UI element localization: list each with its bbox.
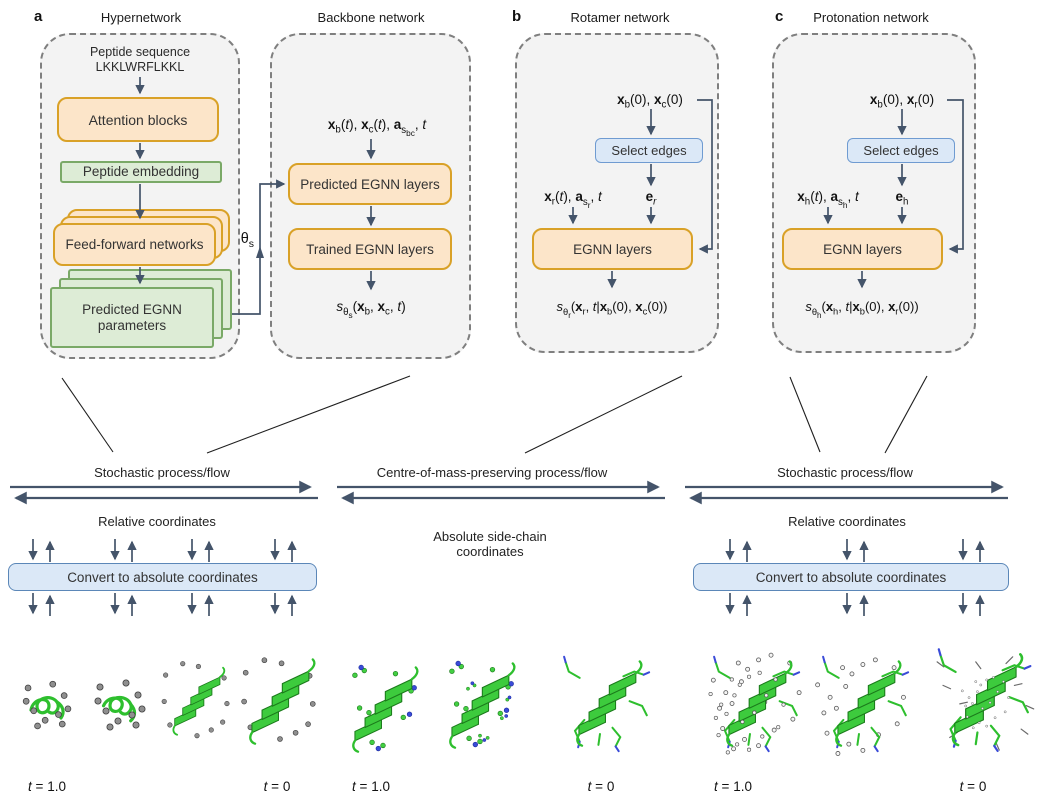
peptide-embedding-box: Peptide embedding — [60, 161, 222, 183]
panel-protonation-network — [772, 33, 976, 353]
absolute-sidechain-coordinates-label: Absolute side-chain coordinates — [433, 529, 547, 559]
protein-structure-4 — [241, 657, 316, 745]
rotamer-init-coords: xb(0), xc(0) — [617, 92, 683, 111]
convert-to-absolute-box-right: Convert to absolute coordinates — [693, 563, 1009, 591]
predicted-egnn-layers-box: Predicted EGNN layers — [288, 163, 452, 205]
ffn-box: Feed-forward networks — [53, 223, 216, 266]
theta-up-arrowhead — [256, 246, 264, 258]
rotamer-edges-label: er — [645, 189, 657, 208]
theta-s-label: θs — [240, 231, 254, 250]
panel-title-backbone: Backbone network — [317, 10, 425, 25]
time-label-3: t = 1.0 — [352, 779, 390, 794]
trained-egnn-layers-box: Trained EGNN layers — [288, 228, 452, 270]
panel-letter-b: b — [512, 8, 522, 25]
rotamer-select-edges-box: Select edges — [595, 138, 703, 163]
process-label-left: Stochastic process/flow — [94, 465, 230, 480]
time-label-5: t = 1.0 — [714, 779, 752, 794]
protonation-output: sθh(xh, t|xb(0), xr(0)) — [805, 299, 919, 320]
panel-title-hypernetwork: Hypernetwork — [100, 10, 182, 25]
protein-structure-3 — [161, 661, 230, 739]
panel-title-protonation: Protonation network — [813, 10, 929, 25]
protein-structure-6 — [449, 660, 516, 749]
convert-to-absolute-box-left: Convert to absolute coordinates — [8, 563, 317, 591]
protein-structure-2 — [94, 679, 146, 731]
panel-funnel-lines — [61, 375, 928, 454]
protein-structure-7 — [563, 655, 651, 753]
protonation-select-edges-box: Select edges — [847, 138, 955, 163]
predicted-params-box: Predicted EGNN parameters — [50, 287, 214, 348]
time-label-6: t = 0 — [959, 779, 987, 794]
attention-blocks-box: Attention blocks — [57, 97, 219, 142]
process-band-arrows — [10, 480, 1008, 505]
protein-structure-9 — [815, 655, 910, 756]
backbone-input: xb(t), xc(t), asbc, t — [327, 117, 427, 138]
protonation-input: xh(t), ash, t — [797, 189, 859, 210]
protein-structure-5 — [352, 664, 419, 753]
peptide-sequence-value: LKKLWRFLKKL — [95, 60, 185, 74]
time-label-1: t = 1.0 — [28, 779, 66, 794]
protonation-init-coords: xb(0), xr(0) — [869, 92, 935, 111]
peptide-sequence-label: Peptide sequence — [89, 45, 191, 59]
backbone-output: sθs(xb, xc, t) — [336, 299, 406, 320]
panel-rotamer-network — [515, 33, 719, 353]
panel-title-rotamer: Rotamer network — [570, 10, 670, 25]
time-label-2: t = 0 — [263, 779, 291, 794]
relative-coordinates-label-right: Relative coordinates — [788, 514, 906, 529]
process-label-right: Stochastic process/flow — [777, 465, 913, 480]
relative-coordinates-label-left: Relative coordinates — [98, 514, 216, 529]
panel-letter-c: c — [775, 8, 784, 25]
time-label-4: t = 0 — [587, 779, 615, 794]
protonation-edges-label: eh — [895, 189, 909, 208]
rotamer-output: sθr(xr, t|xb(0), xc(0)) — [556, 299, 668, 320]
process-label-middle: Centre-of-mass-preserving process/flow — [376, 465, 608, 480]
rotamer-input: xr(t), asr, t — [544, 189, 602, 210]
protein-structure-1 — [22, 680, 72, 730]
panel-letter-a: a — [34, 8, 43, 25]
protonation-egnn-layers-box: EGNN layers — [782, 228, 943, 270]
protein-structure-8 — [708, 652, 802, 755]
rotamer-egnn-layers-box: EGNN layers — [532, 228, 693, 270]
protein-structure-10 — [936, 648, 1035, 753]
